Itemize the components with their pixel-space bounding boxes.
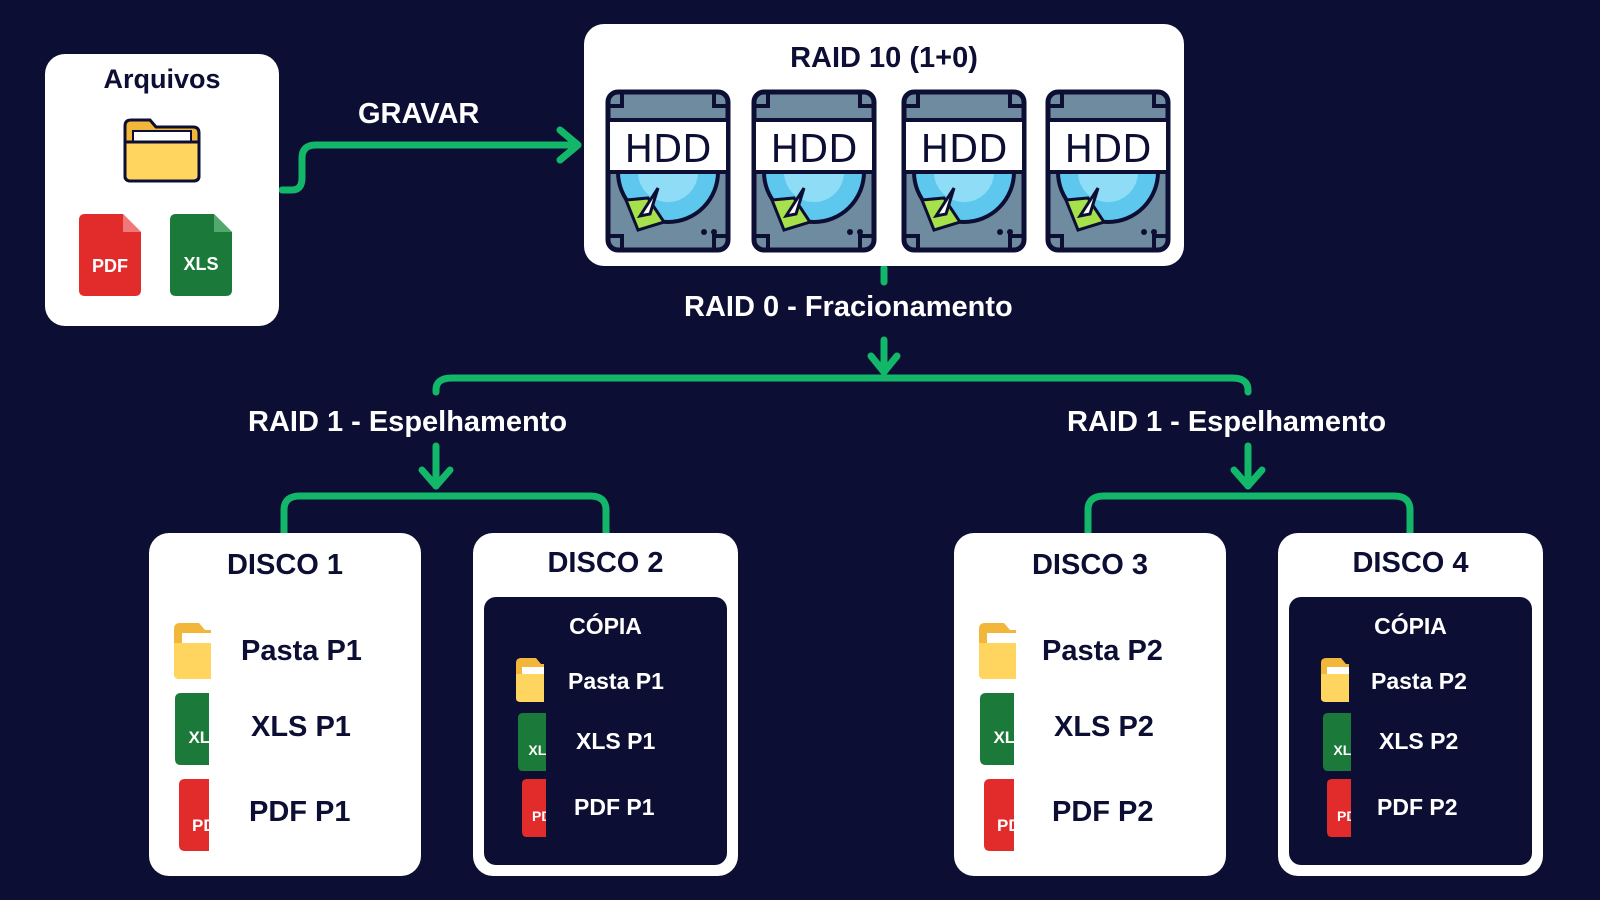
- disk4-card: DISCO 4 CÓPIA Pasta P2 XLS XLS P2 PDF PD…: [1278, 533, 1543, 876]
- disk2-card: DISCO 2 CÓPIA Pasta P1 XLS XLS P1 PDF PD…: [473, 533, 738, 876]
- pdf-file-icon: PDF: [179, 779, 209, 851]
- write-arrow-head: [556, 126, 582, 164]
- hdd-icon: HDD: [1044, 88, 1172, 254]
- xls-icon-text: XLS: [993, 728, 1014, 747]
- hdd-label: HDD: [1064, 127, 1151, 171]
- disk3-card: DISCO 3 Pasta P2 XLS XLS P2 PDF PDF P2: [954, 533, 1226, 876]
- pdf-icon-text: PDF: [532, 808, 546, 824]
- disk2-copy-label: CÓPIA: [569, 613, 642, 639]
- disk4-item-label: Pasta P2: [1371, 668, 1467, 694]
- disk3-item-label: PDF P2: [1052, 796, 1154, 828]
- pdf-file-icon: PDF: [79, 214, 141, 296]
- disk3-item-label: Pasta P2: [1042, 635, 1163, 667]
- xls-file-icon: XLS: [175, 693, 209, 765]
- hdd-icon: HDD: [604, 88, 732, 254]
- pdf-icon-text: PDF: [192, 816, 209, 835]
- disk2-item-label: Pasta P1: [568, 668, 664, 694]
- hdd-icon: HDD: [750, 88, 878, 254]
- xls-file-icon: XLS: [1323, 713, 1351, 771]
- folder-icon: [976, 619, 1016, 681]
- raid0-label: RAID 0 - Fracionamento: [684, 291, 1013, 323]
- raid10-card: RAID 10 (1+0) HDD HDD: [584, 24, 1184, 266]
- raid0-bus: [432, 374, 1252, 396]
- folder-icon: [514, 655, 544, 703]
- xls-icon-text: XLS: [188, 728, 209, 747]
- pdf-file-icon: PDF: [984, 779, 1014, 851]
- disk1-item-label: PDF P1: [249, 796, 351, 828]
- disk1-item-label: Pasta P1: [241, 635, 362, 667]
- mirror-right-label: RAID 1 - Espelhamento: [1067, 406, 1387, 438]
- disk2-title: DISCO 2: [547, 547, 664, 579]
- xls-icon-text: XLS: [528, 742, 546, 758]
- disk2-copy-panel: CÓPIA Pasta P1 XLS XLS P1 PDF PDF P1: [484, 597, 727, 865]
- disk4-copy-label: CÓPIA: [1374, 613, 1447, 639]
- disk4-item-label: XLS P2: [1379, 728, 1459, 754]
- mirror-left-arrow-head: [418, 466, 454, 490]
- raid10-title: RAID 10 (1+0): [790, 42, 978, 74]
- xls-icon-text: XLS: [1333, 742, 1351, 758]
- hdd-icon: HDD: [900, 88, 1028, 254]
- pdf-icon-text: PDF: [1337, 808, 1351, 824]
- folder-icon: [1319, 655, 1349, 703]
- pdf-file-icon: PDF: [522, 779, 546, 837]
- pdf-icon-text: PDF: [92, 256, 128, 276]
- xls-file-icon: XLS: [170, 214, 232, 296]
- write-arrow: [278, 141, 580, 194]
- disk4-item-label: PDF P2: [1377, 794, 1458, 820]
- disk2-item-label: XLS P1: [576, 728, 656, 754]
- pdf-icon-text: PDF: [997, 816, 1014, 835]
- source-title: Arquivos: [103, 64, 221, 94]
- disk3-title: DISCO 3: [1031, 549, 1149, 581]
- disk2-item-label: PDF P1: [574, 794, 655, 820]
- write-label: GRAVAR: [358, 98, 480, 130]
- folder-icon: [122, 114, 202, 184]
- disk1-card: DISCO 1 Pasta P1 XLS XLS P1 PDF PDF P1: [149, 533, 421, 876]
- hdd-label: HDD: [624, 127, 711, 171]
- disk3-item-label: XLS P2: [1054, 711, 1154, 743]
- disk4-title: DISCO 4: [1352, 547, 1469, 579]
- mirror-right-arrow-head: [1230, 466, 1266, 490]
- mirror-left-bracket: [280, 492, 610, 538]
- hdd-label: HDD: [770, 127, 857, 171]
- disk1-title: DISCO 1: [226, 549, 344, 581]
- xls-file-icon: XLS: [518, 713, 546, 771]
- source-files-card: Arquivos PDF XLS: [45, 54, 279, 326]
- xls-icon-text: XLS: [183, 254, 218, 274]
- hdd-label: HDD: [920, 127, 1007, 171]
- raid0-arrow-head: [867, 352, 901, 376]
- folder-icon: [171, 619, 211, 681]
- disk1-item-label: XLS P1: [251, 711, 351, 743]
- mirror-left-label: RAID 1 - Espelhamento: [248, 406, 568, 438]
- pdf-file-icon: PDF: [1327, 779, 1351, 837]
- xls-file-icon: XLS: [980, 693, 1014, 765]
- mirror-right-bracket: [1084, 492, 1414, 538]
- disk4-copy-panel: CÓPIA Pasta P2 XLS XLS P2 PDF PDF P2: [1289, 597, 1532, 865]
